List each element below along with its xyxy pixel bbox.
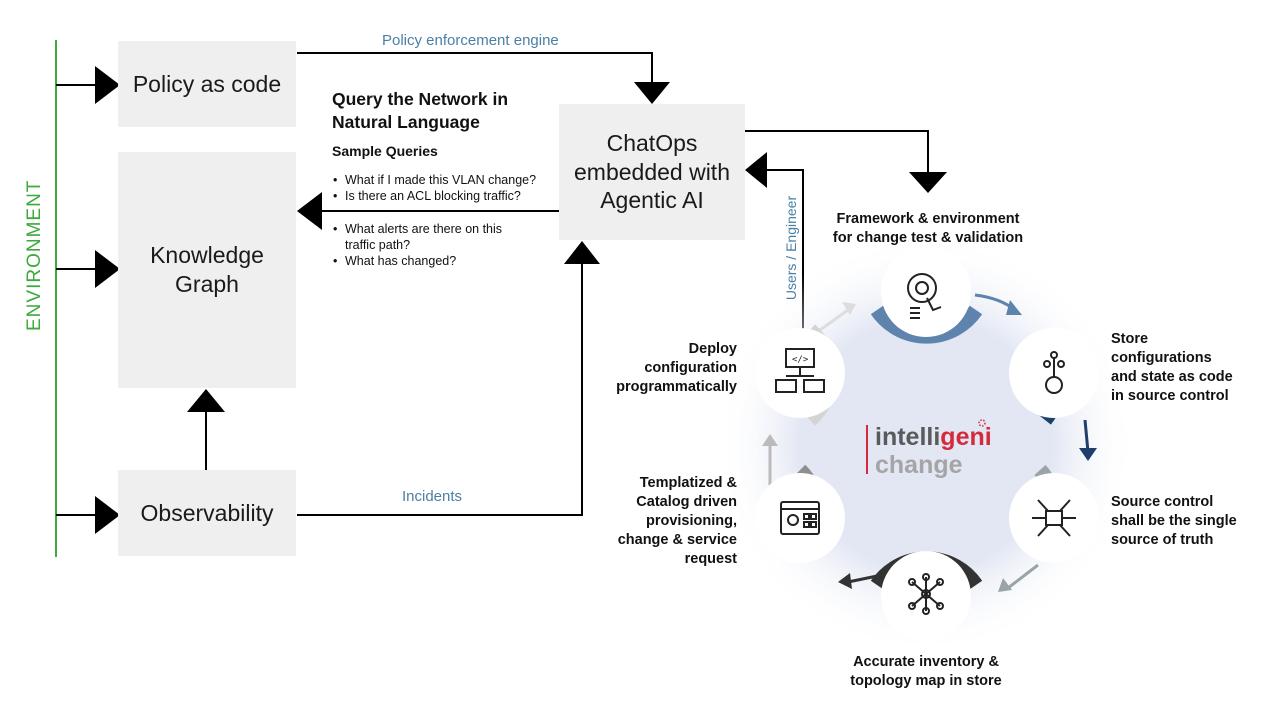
step-store: Store configurations and state as code i… [1111,331,1233,404]
observability-box: Observability [118,470,296,556]
arrow-to-chatops-bottom [564,241,600,264]
query-item: Is there an ACL blocking traffic? [333,188,536,204]
policy-as-code-label: Policy as code [132,70,282,97]
gear-hand-icon [907,273,942,319]
sample-queries-title: Sample Queries [332,143,438,159]
observability-label: Observability [140,499,274,526]
brand-logo-line1: intelligeni [875,423,992,451]
policy-as-code-box: Policy as code [118,41,296,127]
arrow-to-knowledge [95,250,120,288]
chatops-label: ChatOps embedded with Agentic AI [574,129,730,214]
knowledge-graph-box: Knowledge Graph [118,152,296,388]
users-engineer-label: Users / Engineer [783,195,799,301]
node-templatized [755,473,845,563]
query-title: Query the Network in Natural Language [332,89,509,132]
query-item: What has changed? [333,253,502,269]
query-list-1: What if I made this VLAN change? Is ther… [333,172,536,204]
catalog-window-icon [780,501,820,535]
query-item: What alerts are there on this traffic pa… [333,221,502,253]
arrow-to-chatops-top [634,82,670,104]
cube-network-icon [1032,499,1076,537]
query-list-2: What alerts are there on this traffic pa… [333,221,502,269]
arrow-to-policy [95,66,120,104]
policy-engine-label: Policy enforcement engine [382,32,559,49]
incidents-label: Incidents [402,488,463,505]
arrow-up-to-knowledge [187,389,225,412]
arrow-to-observability [95,496,120,534]
step-inventory: Accurate inventory & topology map in sto… [850,654,1002,689]
step-deploy: Deploy configuration programmatically [616,341,737,395]
query-item: What if I made this VLAN change? [333,172,536,188]
arrow-to-framework [909,172,947,193]
chatops-box: ChatOps embedded with Agentic AI [559,104,745,240]
step-source: Source control shall be the single sourc… [1111,494,1237,548]
svg-text:</>: </> [792,355,809,365]
environment-label: ENVIRONMENT [24,179,45,331]
step-framework: Framework & environment for change test … [832,211,1024,246]
brand-logo-line2: change [875,451,963,479]
arrow-to-knowledge-graph [297,192,322,230]
git-gear-icon [1043,351,1065,394]
knowledge-graph-label: Knowledge Graph [150,242,264,297]
deploy-code-icon: </> [775,348,825,393]
arrow-from-users [745,152,767,188]
node-source [1009,473,1099,563]
step-templatized: Templatized & Catalog driven provisionin… [617,475,737,567]
topology-icon [908,573,944,615]
